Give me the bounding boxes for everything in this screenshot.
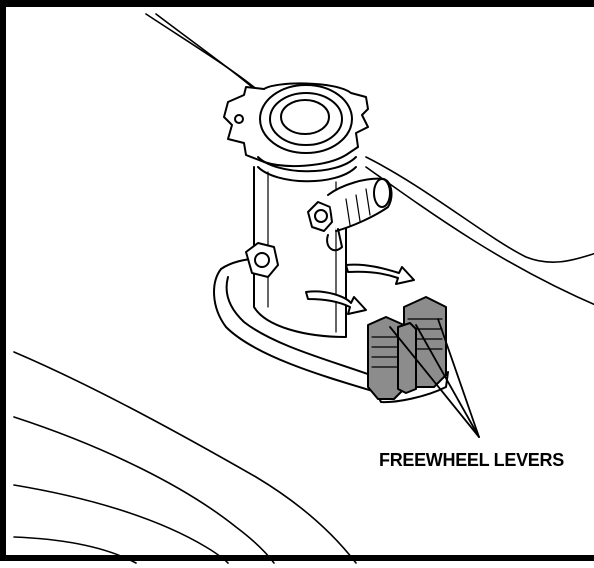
callout-leader-lines [389,318,480,438]
freewheel-levers [367,296,447,400]
caster-collar [223,82,369,183]
freewheel-levers-label: FREEWHEEL LEVERS [379,450,564,470]
post-bolts [245,177,393,278]
caster-illustration [13,13,594,564]
body-contour-lines [13,13,594,564]
direction-arrows [305,263,415,315]
